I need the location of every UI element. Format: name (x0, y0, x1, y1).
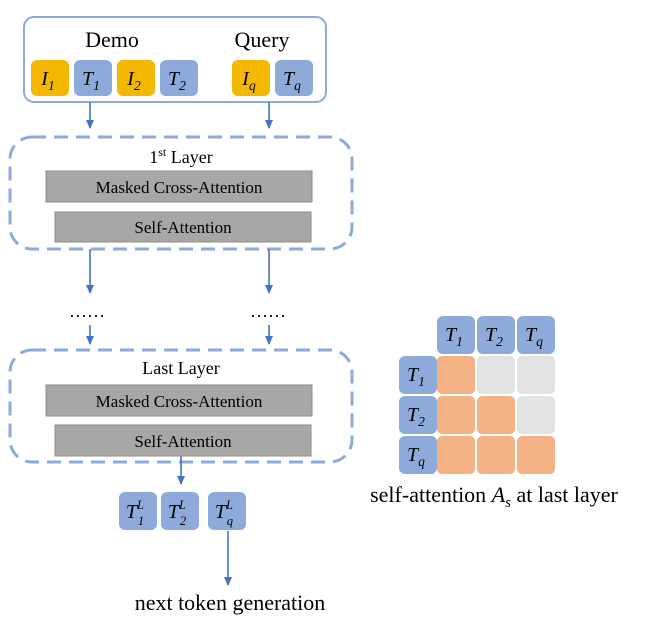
token-label: I1 (40, 68, 54, 93)
attention-cell-attended (477, 396, 515, 434)
first-layer-self-attention-label: Self-Attention (134, 218, 232, 237)
output-token (161, 492, 199, 530)
matrix-row-header (399, 436, 437, 474)
query-text-token (275, 60, 313, 96)
attention-cell-attended (477, 436, 515, 474)
demo-text-token (160, 60, 198, 96)
input-box-frame (23, 16, 327, 103)
ellipsis-right: …… (250, 301, 286, 321)
matrix-column-header (437, 316, 475, 354)
matrix-row-header (399, 396, 437, 434)
last-layer-cross-attention-label: Masked Cross-Attention (96, 392, 263, 411)
token-label: T1 (82, 68, 100, 93)
last-layer-title: Last Layer (142, 358, 219, 378)
demo-label: Demo (85, 27, 139, 52)
output-token (208, 492, 246, 530)
first-layer-frame (8, 135, 354, 251)
matrix-column-header (477, 316, 515, 354)
token-label: Tq (407, 444, 425, 469)
query-label: Query (235, 27, 290, 52)
attention-cell-attended (437, 356, 475, 394)
input-token-row: I1 T1 I2 T2 Iq Tq (31, 60, 313, 96)
last-layer-cross-attention-bar (45, 384, 313, 417)
last-layer-self-attention-bar (54, 424, 312, 457)
first-layer-title: 1st Layer (149, 145, 212, 167)
token-label: Tq (283, 68, 301, 93)
token-label: T1 (445, 324, 463, 349)
token-label: T2 (407, 404, 425, 429)
token-label: T2 (485, 324, 503, 349)
attention-cell-attended (517, 436, 555, 474)
token-label: Iq (241, 68, 256, 93)
attention-cell-attended (437, 396, 475, 434)
token-label: T1 (407, 364, 425, 389)
demo-text-token (74, 60, 112, 96)
token-label: I2 (126, 68, 141, 93)
demo-image-token (31, 60, 69, 96)
matrix-row-header (399, 356, 437, 394)
query-image-token (232, 60, 270, 96)
attention-cell-masked (477, 356, 515, 394)
first-layer-cross-attention-bar (45, 170, 313, 203)
first-layer-self-attention-bar (54, 211, 312, 243)
ellipsis-left: …… (69, 301, 105, 321)
first-layer: 1st Layer Masked Cross-Attention Self-At… (8, 135, 354, 251)
token-label: Tq (525, 324, 543, 349)
matrix-column-header (517, 316, 555, 354)
last-layer: Last Layer Masked Cross-Attention Self-A… (8, 348, 354, 464)
attention-cell-masked (517, 396, 555, 434)
token-label: T2 (168, 68, 186, 93)
output-token (119, 492, 157, 530)
last-layer-self-attention-label: Self-Attention (134, 432, 232, 451)
next-token-label: next token generation (135, 590, 326, 615)
input-box: Demo Query I1 T1 I2 T2 Iq Tq (23, 16, 327, 103)
demo-image-token (117, 60, 155, 96)
attention-matrix-caption: self-attention As at last layer (370, 482, 618, 511)
first-layer-cross-attention-label: Masked Cross-Attention (96, 178, 263, 197)
attention-cell-attended (437, 436, 475, 474)
attention-cell-masked (517, 356, 555, 394)
